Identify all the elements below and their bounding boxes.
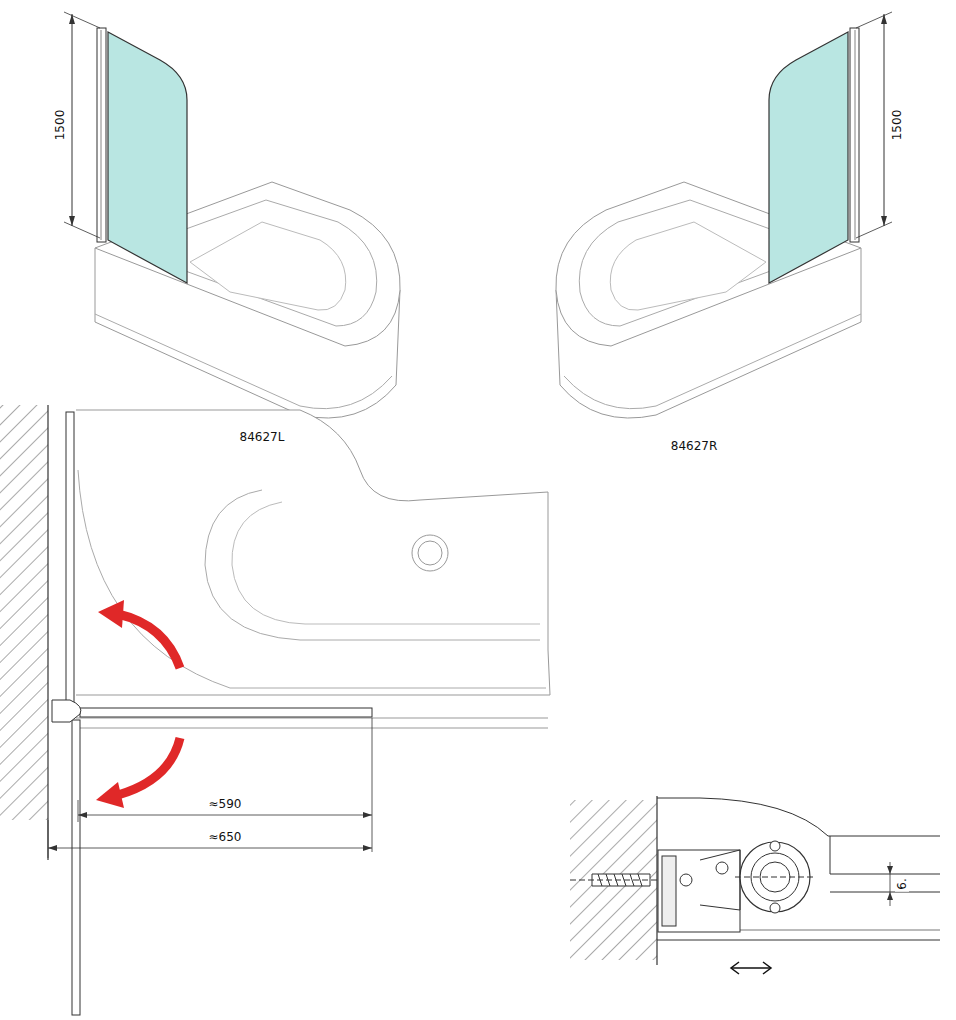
dimension-label: ≈650 — [207, 830, 244, 844]
dimension-label: 84627R — [669, 439, 720, 453]
dimension-label: 84627L — [238, 430, 287, 444]
dimension-label: 1500 — [890, 108, 904, 143]
dimension-label: 6. — [895, 876, 909, 891]
dimension-label: 1500 — [53, 108, 67, 143]
dimension-label: ≈590 — [207, 797, 244, 811]
